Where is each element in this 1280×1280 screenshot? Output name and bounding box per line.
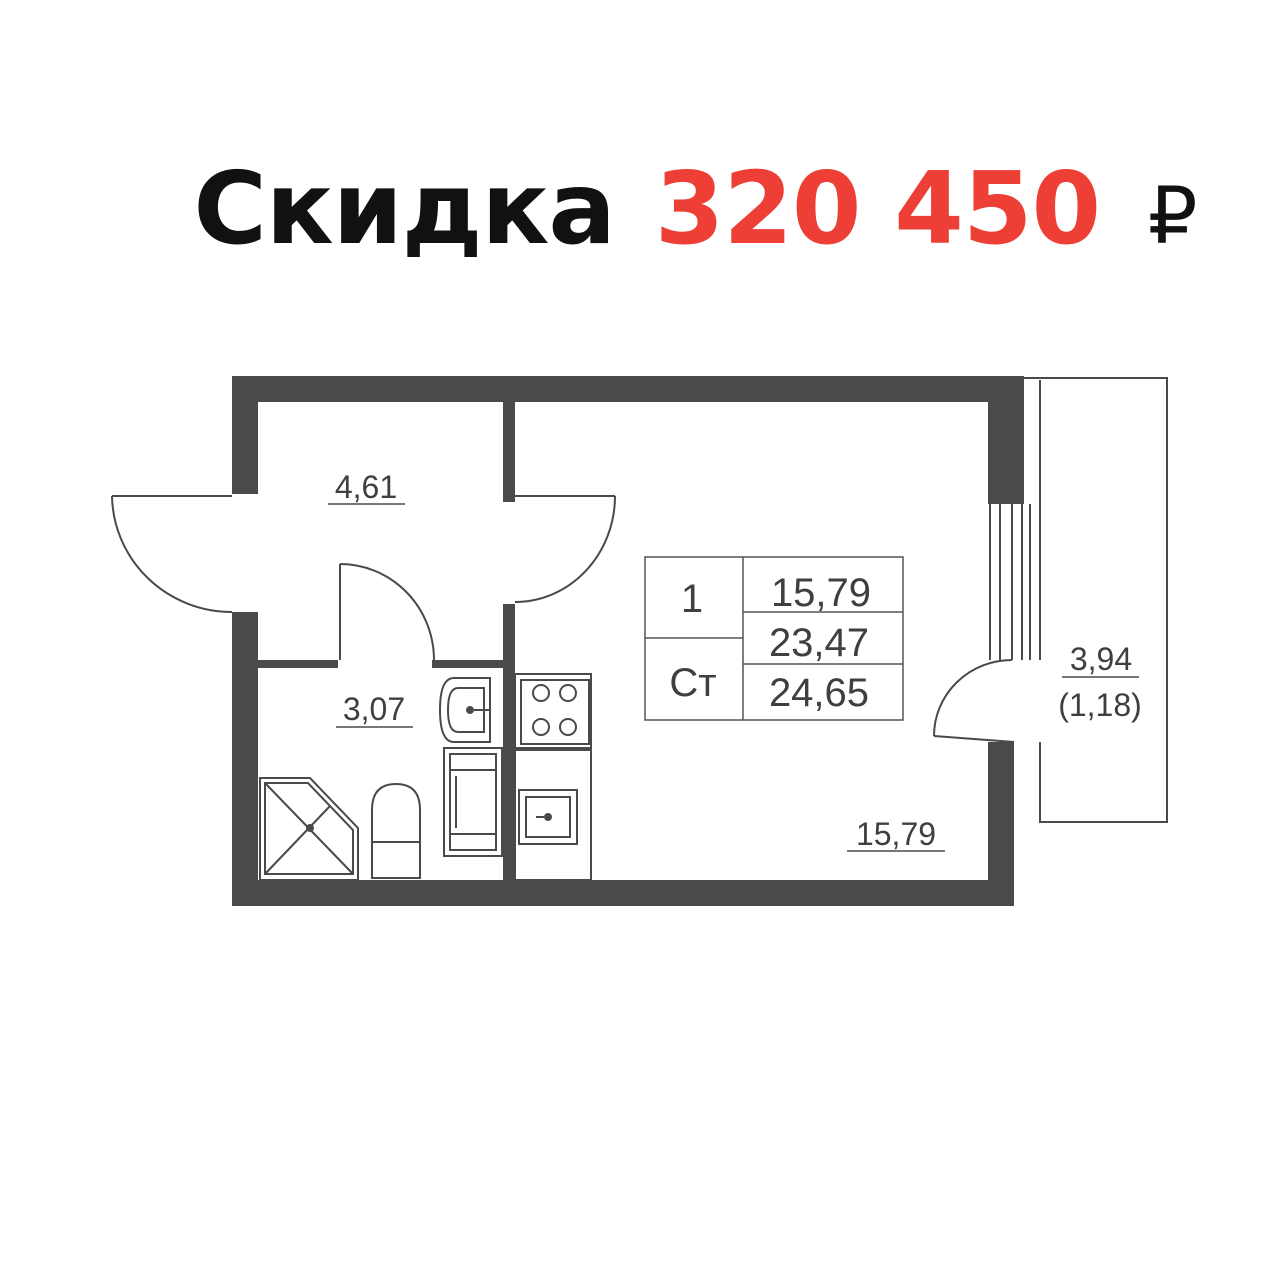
balcony-door xyxy=(933,659,1015,743)
wall-left-lower xyxy=(232,612,258,906)
discount-label: Скидка xyxy=(193,150,615,267)
washbasin xyxy=(438,677,491,743)
bathroom-area-label: 3,07 xyxy=(343,691,405,727)
balcony-area-label: 3,94 xyxy=(1070,641,1132,677)
partition-hall-bath xyxy=(258,660,338,668)
walls xyxy=(232,376,1024,906)
ruble-sign: ₽ xyxy=(1147,172,1198,262)
wall-right-lower xyxy=(988,742,1014,906)
entrance-door xyxy=(111,495,233,613)
balcony-window xyxy=(989,504,1031,660)
wall-left-upper xyxy=(232,376,258,494)
kitchen-counter xyxy=(514,749,592,881)
balcony xyxy=(1024,377,1168,823)
partition-hall-room-top xyxy=(503,402,515,502)
wall-right-upper xyxy=(988,376,1024,504)
room-door xyxy=(514,495,616,603)
summary-living-area: 15,79 xyxy=(771,571,871,615)
wall-bottom xyxy=(232,880,1014,906)
living-area-label: 15,79 xyxy=(856,816,936,852)
rooms-count: 1 xyxy=(681,577,703,621)
bathroom-door xyxy=(339,563,435,661)
wall-top xyxy=(232,376,1024,402)
summary-table xyxy=(644,556,904,721)
kitchen-sink xyxy=(518,789,578,845)
apartment-type: Ст xyxy=(669,661,716,705)
partition-hall-bath-right xyxy=(432,660,503,668)
shower-cabin xyxy=(259,777,359,881)
partition-hall-room-bottom xyxy=(503,604,515,880)
discount-headline: Скидка 320 450 ₽ xyxy=(0,150,1280,267)
balcony-reduced-area-label: (1,18) xyxy=(1058,687,1142,723)
hall-area-label: 4,61 xyxy=(335,469,397,505)
toilet xyxy=(371,782,421,879)
stove xyxy=(514,673,592,749)
washing-machine xyxy=(443,747,503,857)
discount-amount: 320 450 xyxy=(654,150,1101,267)
summary-total-with-balcony: 24,65 xyxy=(769,671,869,715)
summary-total-area: 23,47 xyxy=(769,621,869,665)
